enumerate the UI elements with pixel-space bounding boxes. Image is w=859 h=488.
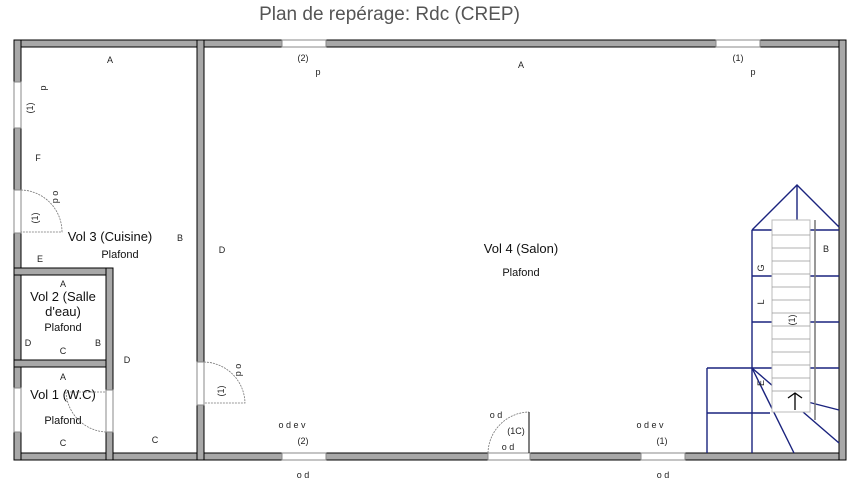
- wall-label: A: [60, 372, 66, 382]
- room-name-salle-eau-2: d'eau): [45, 304, 81, 319]
- wall-wc-top: [13, 359, 107, 368]
- wall-label: A: [60, 279, 66, 289]
- wall-label: C: [152, 435, 159, 445]
- walls: [13, 39, 847, 461]
- wall-label: D: [25, 338, 32, 348]
- door-swing: [65, 391, 107, 433]
- marker: (2): [298, 53, 309, 63]
- wall-label: F: [35, 153, 41, 163]
- wall-kitchen-bottom: [13, 267, 114, 276]
- door-swing: [20, 189, 63, 233]
- marker: o d: [502, 442, 515, 452]
- wall-label: B: [823, 244, 829, 254]
- marker: p o: [233, 364, 243, 377]
- wall-label: D: [124, 355, 131, 365]
- marker: (1C): [507, 426, 525, 436]
- door-opening: [487, 452, 531, 461]
- wall-label: B: [177, 233, 183, 243]
- staircase: [706, 184, 840, 454]
- marker: (2): [298, 436, 309, 446]
- marker: p o: [50, 191, 60, 204]
- markers: (2) p (1) p (1) p p o (1) p o (1) o d e …: [25, 53, 797, 480]
- room-ceiling-cuisine: Plafond: [101, 249, 138, 261]
- room-ceiling-salon: Plafond: [502, 267, 539, 279]
- stair-direction-arrow-icon: [787, 392, 803, 410]
- room-ceiling-wc: Plafond: [44, 415, 81, 427]
- marker: p: [38, 85, 48, 90]
- wall-label: D: [219, 245, 226, 255]
- marker: o d: [490, 410, 503, 420]
- door-opening: [105, 389, 114, 433]
- door-opening: [13, 189, 22, 234]
- marker: (1): [733, 53, 744, 63]
- room-name-wc: Vol 1 (W.C): [30, 387, 96, 402]
- marker: (1): [30, 212, 40, 223]
- marker: o d e v: [278, 420, 306, 430]
- window: [281, 39, 327, 48]
- room-ceiling-salle-eau: Plafond: [44, 322, 81, 334]
- wall-right: [838, 39, 847, 461]
- window: [13, 387, 22, 433]
- marker: o d: [657, 470, 670, 480]
- window: [281, 452, 327, 461]
- door-opening: [196, 361, 205, 406]
- wall-label: G: [756, 264, 766, 271]
- windows: [13, 39, 761, 461]
- wall-labels: A F B E D A A D B C D A C C B G L E: [25, 55, 829, 448]
- plan-title: Plan de repérage: Rdc (CREP): [259, 4, 520, 25]
- wall-label: A: [518, 60, 524, 70]
- wall-label: C: [60, 346, 67, 356]
- door-swing: [203, 361, 246, 404]
- wall-bottom: [13, 452, 847, 461]
- room-name-salon: Vol 4 (Salon): [484, 241, 558, 256]
- marker: (1): [657, 436, 668, 446]
- room-name-salle-eau: Vol 2 (Salle: [30, 289, 96, 304]
- marker: (1): [25, 102, 35, 113]
- doors: [13, 189, 531, 461]
- marker: (1): [787, 314, 797, 325]
- room-name-cuisine: Vol 3 (Cuisine): [68, 229, 153, 244]
- wall-label: L: [756, 299, 766, 304]
- marker: o d: [297, 470, 310, 480]
- wall-label: E: [756, 380, 766, 386]
- wall-left: [13, 39, 22, 461]
- window: [13, 81, 22, 129]
- marker: (1): [216, 385, 226, 396]
- window: [715, 39, 761, 48]
- wall-label: E: [37, 254, 43, 264]
- wall-label: C: [60, 438, 67, 448]
- wall-label: A: [107, 55, 113, 65]
- marker: p: [750, 67, 755, 77]
- marker: p: [315, 67, 320, 77]
- door-swing: [487, 411, 530, 454]
- wall-interior-vertical: [196, 39, 205, 461]
- window: [640, 452, 686, 461]
- wall-label: B: [95, 338, 101, 348]
- marker: o d e v: [636, 420, 664, 430]
